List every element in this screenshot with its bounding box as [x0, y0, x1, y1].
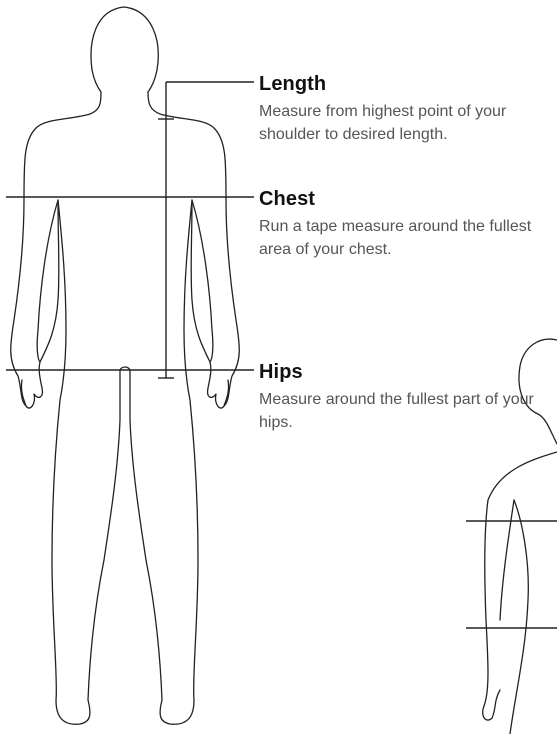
head-outline — [91, 7, 158, 92]
length-description: Measure from highest point of your shoul… — [259, 100, 555, 146]
hips-description: Measure around the fullest part of your … — [259, 388, 555, 434]
chest-description: Run a tape measure around the fullest ar… — [259, 215, 555, 261]
hips-title: Hips — [259, 360, 555, 384]
body-outline — [11, 92, 240, 724]
measurement-lines — [6, 82, 557, 628]
length-title: Length — [259, 72, 555, 96]
chest-title: Chest — [259, 187, 555, 211]
front-body-silhouette — [11, 7, 240, 724]
chest-label: Chest Run a tape measure around the full… — [259, 187, 555, 261]
hips-label: Hips Measure around the fullest part of … — [259, 360, 555, 434]
length-label: Length Measure from highest point of you… — [259, 72, 555, 146]
